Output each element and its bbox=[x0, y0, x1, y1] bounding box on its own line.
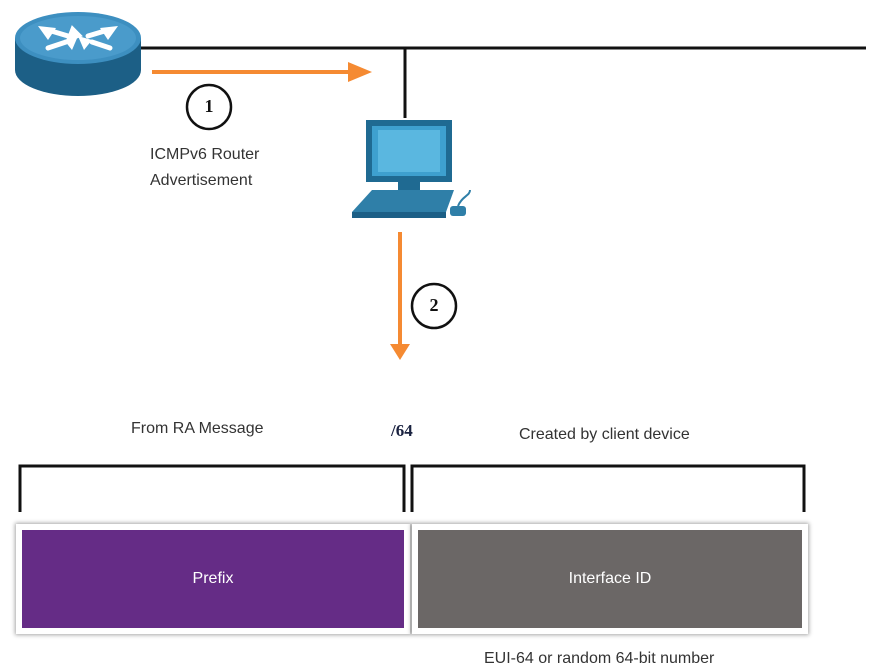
prefix-box-label: Prefix bbox=[192, 570, 234, 587]
step-2-number: 2 bbox=[429, 295, 439, 315]
prefix-box: Prefix bbox=[16, 524, 410, 634]
interface-id-note: EUI-64 or random 64-bit number bbox=[484, 650, 715, 667]
step-2-circle bbox=[410, 282, 458, 330]
router-advertisement-label-line1: ICMPv6 Router bbox=[150, 146, 260, 163]
arrow-router-advertisement bbox=[152, 62, 372, 82]
router-icon bbox=[15, 12, 141, 96]
computer-icon bbox=[352, 120, 471, 218]
interface-source-label: Created by client device bbox=[519, 426, 690, 443]
router-advertisement-label: ICMPv6 Router Advertisement bbox=[150, 142, 259, 194]
interface-bracket bbox=[410, 464, 806, 512]
step-1-circle bbox=[185, 83, 233, 131]
arrow-address-creation bbox=[390, 232, 410, 360]
interface-id-box: Interface ID bbox=[412, 524, 808, 634]
prefix-source-label: From RA Message bbox=[131, 420, 264, 437]
interface-id-box-label: Interface ID bbox=[568, 570, 652, 587]
prefix-bracket bbox=[18, 464, 406, 512]
prefix-length-label: /64 bbox=[391, 421, 413, 440]
router-advertisement-label-line2: Advertisement bbox=[150, 172, 253, 189]
step-1-number: 1 bbox=[204, 96, 214, 116]
